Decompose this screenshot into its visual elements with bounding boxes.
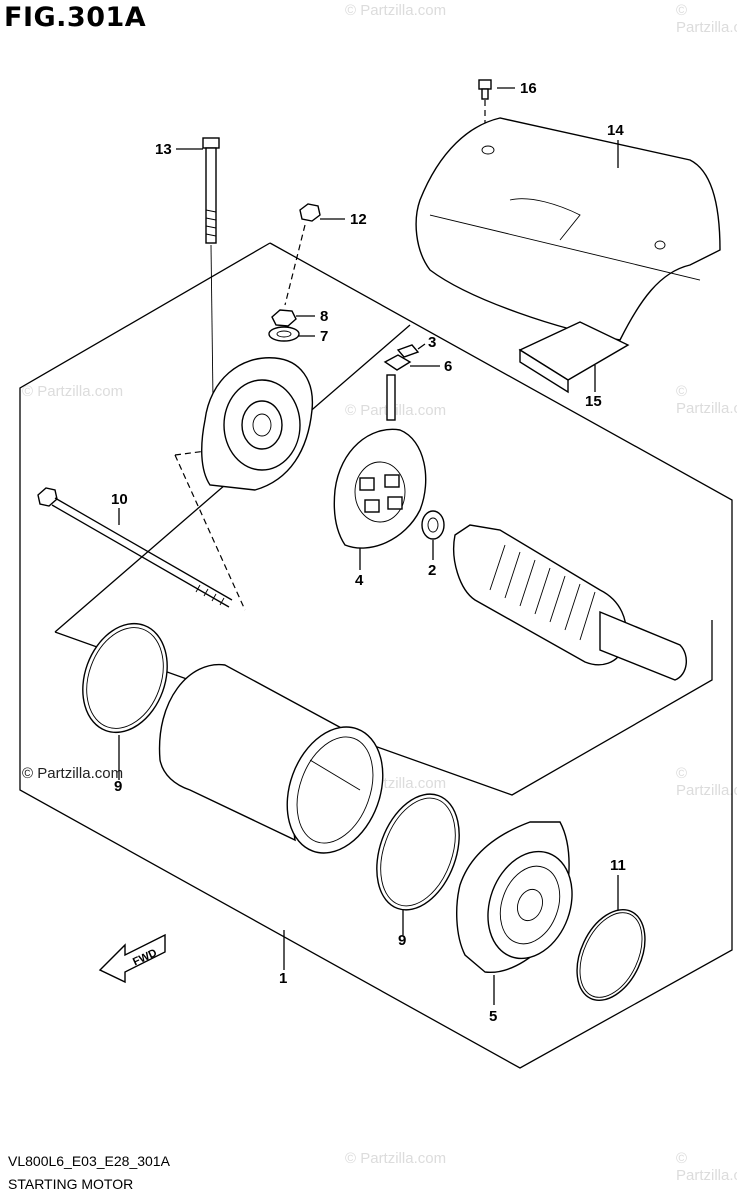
- diagram-name: STARTING MOTOR: [8, 1176, 134, 1192]
- bolt-13: [202, 137, 220, 401]
- end-cover-5: [456, 821, 573, 973]
- armature: [453, 524, 687, 681]
- callout-4: 4: [355, 572, 364, 589]
- dashed-guide: [174, 454, 246, 611]
- front-housing: [201, 357, 314, 491]
- watermark: © Partzilla.com: [345, 1150, 447, 1167]
- yoke-1: [158, 663, 384, 854]
- callout-3: 3: [428, 334, 436, 351]
- cover-14: [415, 117, 721, 341]
- through-bolt-10: [37, 487, 233, 608]
- watermark: © Partzilla.com: [676, 383, 737, 417]
- callout-13: 13: [155, 141, 172, 158]
- callout-1: 1: [279, 970, 287, 987]
- watermark: © Partzilla.com: [676, 765, 737, 799]
- watermark: © Partzilla.com: [676, 1150, 737, 1184]
- o-ring-9-left: [82, 622, 168, 734]
- washer-7: [268, 326, 300, 342]
- clip-3: [396, 344, 420, 358]
- callout-5: 5: [489, 1008, 497, 1025]
- figure-title: FIG.301A: [4, 2, 147, 33]
- diagram-code: VL800L6_E03_E28_301A: [8, 1153, 170, 1169]
- assembly-frame: [19, 242, 733, 1069]
- callout-8: 8: [320, 308, 328, 325]
- washer-2: [421, 510, 445, 540]
- terminal-6: [383, 354, 412, 421]
- nut-8: [271, 309, 297, 327]
- callout-15: 15: [585, 393, 602, 410]
- callout-16: 16: [520, 80, 537, 97]
- callout-2: 2: [428, 562, 436, 579]
- callout-10: 10: [111, 491, 128, 508]
- callout-14: 14: [607, 122, 624, 139]
- nut-12: [284, 203, 321, 306]
- watermark: © Partzilla.com: [676, 2, 737, 36]
- watermark-dark: © Partzilla.com: [22, 765, 124, 782]
- o-ring-11: [576, 908, 646, 1002]
- callout-6: 6: [444, 358, 452, 375]
- callout-9-left: 9: [114, 778, 122, 795]
- callout-9-right: 9: [398, 932, 406, 949]
- callout-7: 7: [320, 328, 328, 345]
- brush-plate-4: [333, 428, 427, 549]
- watermark: © Partzilla.com: [22, 383, 124, 400]
- callout-11: 11: [610, 857, 626, 874]
- watermark: © Partzilla.com: [345, 2, 447, 19]
- pad-15: [518, 321, 630, 394]
- leader-line: [417, 343, 426, 350]
- callout-12: 12: [350, 211, 367, 228]
- fwd-arrow-icon: FWD: [98, 933, 166, 984]
- o-ring-9-right: [376, 793, 460, 911]
